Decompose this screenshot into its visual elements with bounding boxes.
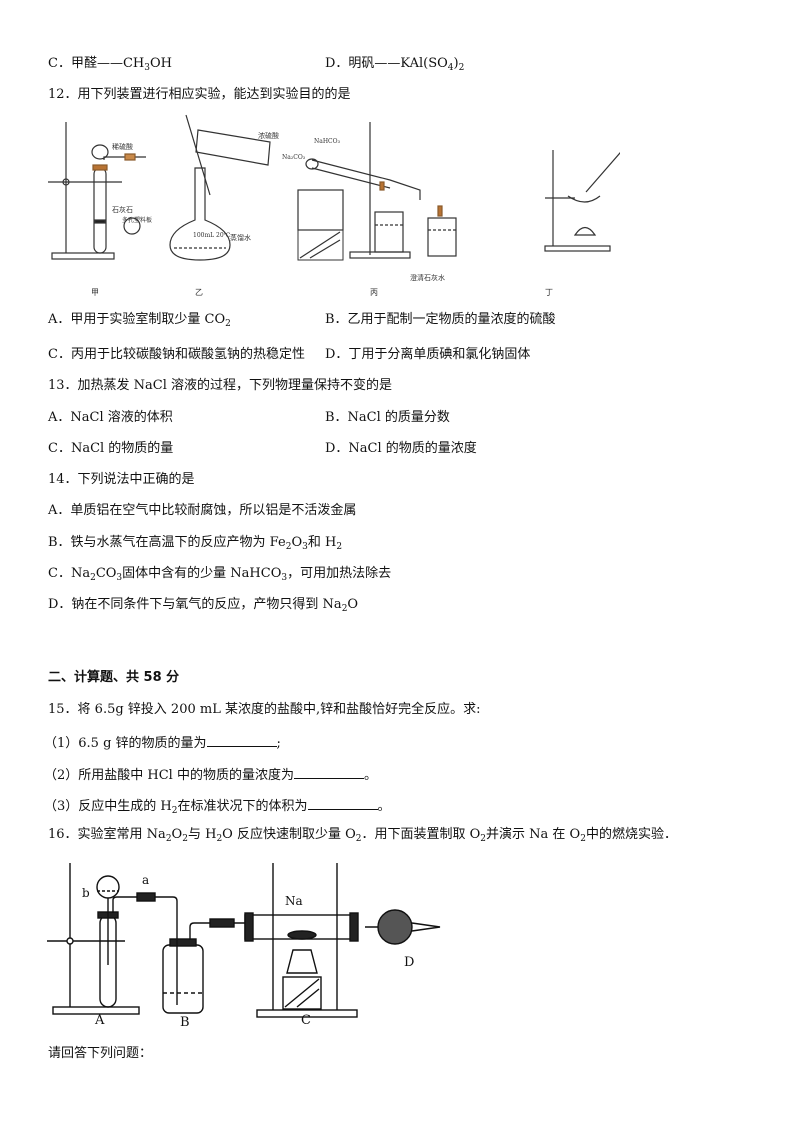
q12-stem: 12．用下列装置进行相应实验，能达到实验目的的是	[48, 87, 351, 102]
label-flask-volume: 100mL 20℃	[193, 232, 231, 239]
text: O	[347, 597, 359, 612]
text: O	[171, 827, 183, 842]
subscript: 3	[302, 542, 308, 552]
text: 16．实验室常用 Na	[48, 827, 166, 842]
subscript: 4	[447, 63, 454, 73]
label-b: b	[82, 886, 90, 900]
text: O 反应快速制取少量 O	[222, 827, 356, 842]
q11-option-c-text: OH	[149, 56, 172, 71]
q16-prompt: 请回答下列问题：	[48, 1046, 153, 1061]
q15-part-2: （2）所用盐酸中 HCl 中的物质的量浓度为 。	[44, 765, 377, 785]
q11-option-d-text: )	[453, 56, 459, 71]
text: ，可用加热法除去	[287, 566, 392, 581]
q11-option-c-text: C．甲醛——CH	[48, 56, 145, 71]
subscript: 2	[171, 806, 178, 816]
q12-option-d: D．丁用于分离单质碘和氯化钠固体	[325, 347, 531, 362]
caption-jia: 甲	[91, 288, 99, 297]
text: 在标准状况下的体积为	[177, 799, 308, 814]
q15-part-3: （3）反应中生成的 H2在标准状况下的体积为 。	[44, 796, 391, 816]
subscript: 2	[216, 834, 223, 844]
subscript: 2	[285, 542, 292, 552]
text: 固体中含有的少量 NaHCO	[122, 566, 282, 581]
subscript: 2	[90, 573, 96, 583]
label-dilute-h2so4: 稀硫酸	[112, 143, 133, 151]
q13-option-c: C．NaCl 的物质的量	[48, 441, 174, 456]
text: D．钠在不同条件下与氧气的反应，产物只得到 Na	[48, 597, 342, 612]
text: 。	[363, 768, 377, 783]
q15-stem: 15．将 6.5g 锌投入 200 mL 某浓度的盐酸中,锌和盐酸恰好完全反应。…	[48, 702, 481, 717]
q14-option-c: C．Na2CO3固体中含有的少量 NaHCO3，可用加热法除去	[48, 565, 391, 583]
text: 。	[377, 799, 391, 814]
caption-ding: 丁	[545, 288, 553, 297]
subscript: 2	[355, 834, 362, 844]
q16-stem: 16．实验室常用 Na2O2与 H2O 反应快速制取少量 O2．用下面装置制取 …	[48, 826, 677, 844]
q16-apparatus-figure	[45, 855, 455, 1035]
q12-option-b: B．乙用于配制一定物质的量浓度的硫酸	[325, 312, 556, 327]
q13-option-b: B．NaCl 的质量分数	[325, 410, 450, 425]
label-nahco3: NaHCO₃	[314, 138, 340, 145]
q13-option-d: D．NaCl 的物质的量浓度	[325, 441, 477, 456]
text: ;	[276, 736, 281, 751]
label-limewater: 澄清石灰水	[410, 274, 445, 282]
text: （2）所用盐酸中 HCl 中的物质的量浓度为	[44, 768, 294, 783]
subscript: 3	[281, 573, 288, 583]
q12-option-a-text: A．甲用于实验室制取少量 CO	[48, 312, 226, 327]
label-porous-plate: 多孔塑料板	[122, 217, 153, 224]
q14-option-a: A．单质铝在空气中比较耐腐蚀，所以铝是不活泼金属	[48, 503, 357, 518]
apparatus-diagram	[48, 114, 620, 261]
label-limestone: 石灰石	[112, 206, 133, 214]
subscript: 2	[458, 63, 465, 73]
o2-apparatus-diagram	[47, 863, 441, 1018]
q11-option-d: D．明矾——KAl(SO4)2	[325, 55, 464, 73]
text: O	[291, 535, 303, 550]
q15-part-1: （1）6.5 g 锌的物质的量为;	[44, 733, 281, 753]
text: 和 H	[307, 535, 337, 550]
q13-option-a: A．NaCl 溶液的体积	[48, 410, 173, 425]
q14-option-d: D．钠在不同条件下与氧气的反应，产物只得到 Na2O	[48, 596, 358, 614]
subscript: 2	[182, 834, 188, 844]
q11-option-c: C．甲醛——CH3OH	[48, 55, 172, 73]
label-distilled-water: 蒸馏水	[230, 234, 251, 242]
answer-blank[interactable]	[307, 796, 378, 810]
label-C: C	[301, 1013, 311, 1028]
q14-option-b: B．铁与水蒸气在高温下的反应产物为 Fe2O3和 H2	[48, 534, 342, 552]
text: 并演示 Na 在 O	[486, 827, 581, 842]
label-B: B	[180, 1015, 190, 1030]
text: （1）6.5 g 锌的物质的量为	[44, 736, 207, 751]
section-2-title: 二、计算题、共 58 分	[48, 670, 180, 685]
subscript: 2	[480, 834, 487, 844]
q11-option-d-text: D．明矾——KAl(SO	[325, 56, 448, 71]
label-conc-h2so4: 浓硫酸	[258, 132, 279, 140]
text: C．Na	[48, 566, 91, 581]
q12-option-c: C．丙用于比较碳酸钠和碳酸氢钠的热稳定性	[48, 347, 305, 362]
subscript: 2	[336, 542, 343, 552]
q14-stem: 14．下列说法中正确的是	[48, 472, 195, 487]
subscript: 3	[144, 63, 150, 73]
subscript: 2	[580, 834, 586, 844]
text: （3）反应中生成的 H	[44, 799, 172, 814]
label-D: D	[404, 955, 415, 970]
subscript: 2	[225, 319, 231, 329]
label-a: a	[142, 873, 150, 887]
subscript: 2	[341, 604, 348, 614]
text: B．铁与水蒸气在高温下的反应产物为 Fe	[48, 535, 286, 550]
text: CO	[95, 566, 117, 581]
label-A: A	[95, 1013, 105, 1028]
label-na2co3: Na₂CO₃	[282, 154, 306, 161]
caption-yi: 乙	[195, 288, 203, 297]
text: 与 H	[187, 827, 217, 842]
answer-blank[interactable]	[206, 733, 277, 747]
caption-bing: 丙	[370, 288, 378, 297]
q12-option-a: A．甲用于实验室制取少量 CO2	[48, 311, 231, 329]
subscript: 2	[165, 834, 172, 844]
q12-apparatus-figure	[40, 110, 620, 300]
subscript: 3	[116, 573, 123, 583]
text: ．用下面装置制取 O	[361, 827, 481, 842]
text: 中的燃烧实验．	[585, 827, 677, 842]
answer-blank[interactable]	[293, 765, 364, 779]
q13-stem: 13．加热蒸发 NaCl 溶液的过程，下列物理量保持不变的是	[48, 378, 393, 393]
label-Na: Na	[285, 894, 303, 908]
